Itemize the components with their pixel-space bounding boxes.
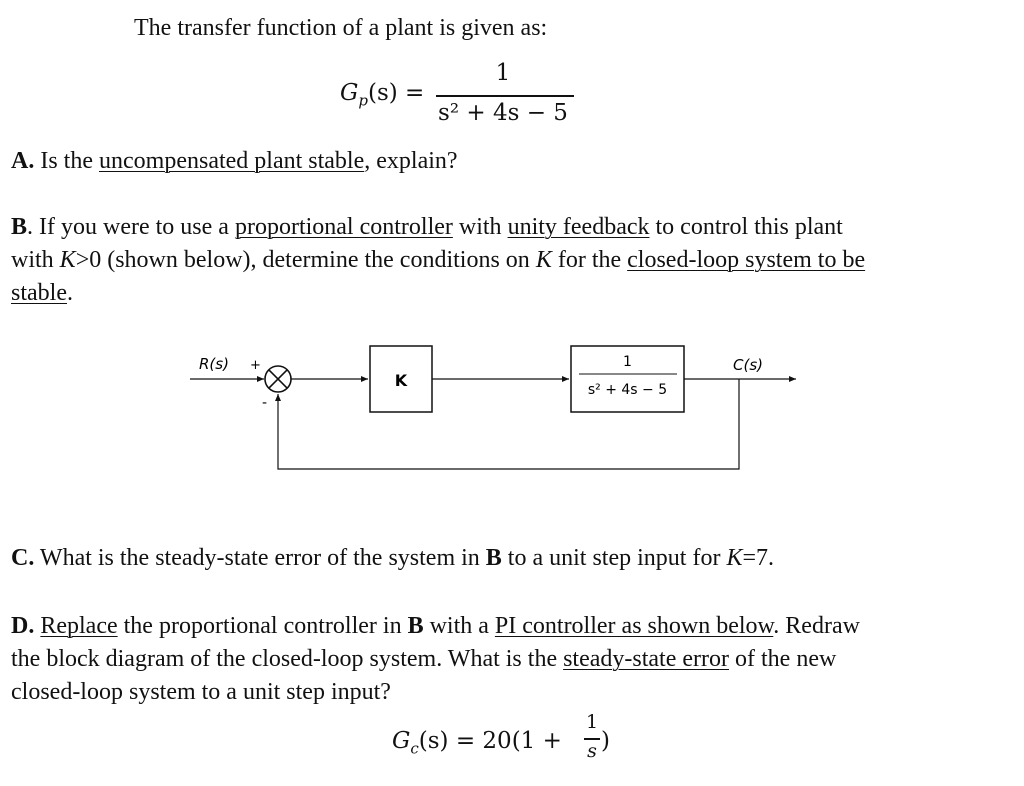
- plant-tf-arg: (s) =: [367, 80, 425, 106]
- pi-tf-subscript: c: [410, 739, 419, 758]
- plant-tf-denominator: s² + 4s − 5: [438, 100, 568, 126]
- feedback-path: [275, 379, 740, 470]
- plant-tf-numerator: 1: [495, 60, 511, 86]
- part-b-text: . If you were to use a: [27, 214, 235, 240]
- part-d-text: with a: [423, 613, 495, 639]
- part-c-text: What is the steady-state error of the sy…: [34, 545, 486, 571]
- plus-sign: +: [250, 358, 261, 373]
- controller-block: [369, 345, 433, 413]
- part-c-k: K: [726, 545, 743, 571]
- part-b-text: for the: [551, 247, 628, 273]
- plant-tf-subscript: p: [358, 91, 368, 110]
- plant-tf-lhs: Gp(s) =: [340, 80, 424, 110]
- input-label: R(s): [199, 355, 229, 373]
- part-d-underlined: steady-state error: [563, 646, 730, 672]
- plant-block-denominator: s² + 4s − 5: [588, 382, 667, 398]
- part-c-text: =7.: [742, 545, 774, 571]
- part-b-underlined: unity feedback: [507, 214, 650, 240]
- pi-tf-symbol: G: [392, 728, 411, 754]
- part-b-line-2: with K>0 (shown below), determine the co…: [11, 244, 865, 277]
- part-b-line-1: B. If you were to use a proportional con…: [11, 211, 843, 244]
- part-d-text: of the new: [729, 646, 837, 672]
- part-b-underlined: stable: [11, 280, 67, 306]
- plant-block-numerator: 1: [623, 354, 632, 370]
- block-diagram: R(s) + - K 1 s² + 4s − 5 C(s): [190, 345, 796, 470]
- part-b-text: .: [66, 280, 73, 306]
- pi-tf-numerator: 1: [585, 711, 599, 733]
- part-d-text: closed-loop system to a unit step input?: [11, 679, 391, 705]
- part-a-text: Is the: [34, 148, 99, 174]
- part-b-k: K: [59, 247, 76, 273]
- part-a-question: A. Is the uncompensated plant stable, ex…: [11, 145, 458, 178]
- intro-text: The transfer function of a plant is give…: [134, 15, 548, 41]
- part-b-text: to control this plant: [649, 214, 843, 240]
- plant-block: [570, 345, 685, 413]
- part-a-text-end: , explain?: [364, 148, 458, 174]
- part-c-bold: B: [485, 545, 502, 571]
- part-b-underlined: closed-loop system to be: [627, 247, 866, 273]
- controller-label: K: [395, 371, 408, 390]
- part-d-line-2: the block diagram of the closed-loop sys…: [11, 643, 836, 676]
- part-c-label: C.: [11, 545, 35, 571]
- plant-tf-symbol: G: [340, 80, 359, 106]
- part-b-label: B: [11, 214, 28, 240]
- part-b-text: with: [452, 214, 508, 240]
- part-b-text: >0 (shown below), determine the conditio…: [75, 247, 536, 273]
- pi-tf-arg: (s) = 20(1 +: [418, 728, 562, 754]
- pi-tf-close-paren: ): [601, 728, 610, 754]
- part-d-underlined: PI controller as shown below: [494, 613, 774, 639]
- part-d-bold: B: [407, 613, 424, 639]
- part-a-underlined: uncompensated plant stable: [99, 148, 365, 174]
- minus-sign: -: [262, 395, 267, 411]
- part-c-text: to a unit step input for: [501, 545, 727, 571]
- plant-tf-fraction-bar: [436, 95, 574, 97]
- output-label: C(s): [733, 356, 763, 374]
- part-d-line-3: closed-loop system to a unit step input?: [11, 676, 391, 709]
- pi-tf-fraction-bar: [584, 738, 600, 740]
- part-d-underlined: Replace: [40, 613, 118, 639]
- pi-tf-denominator: s: [587, 740, 597, 762]
- pi-tf-lhs: Gc(s) = 20(1 +: [392, 728, 562, 758]
- part-b-text: with: [11, 247, 60, 273]
- part-d-line-1: D. Replace the proportional controller i…: [11, 610, 860, 643]
- part-c-question: C. What is the steady-state error of the…: [11, 542, 774, 575]
- part-a-label: A.: [11, 148, 35, 174]
- part-d-text: the proportional controller in: [117, 613, 408, 639]
- part-d-label: D.: [11, 613, 35, 639]
- part-b-underlined: proportional controller: [234, 214, 453, 240]
- part-b-k: K: [535, 247, 552, 273]
- summing-junction: [264, 365, 292, 393]
- part-d-text: the block diagram of the closed-loop sys…: [11, 646, 564, 672]
- part-b-line-3: stable.: [11, 277, 73, 310]
- part-d-text: . Redraw: [773, 613, 860, 639]
